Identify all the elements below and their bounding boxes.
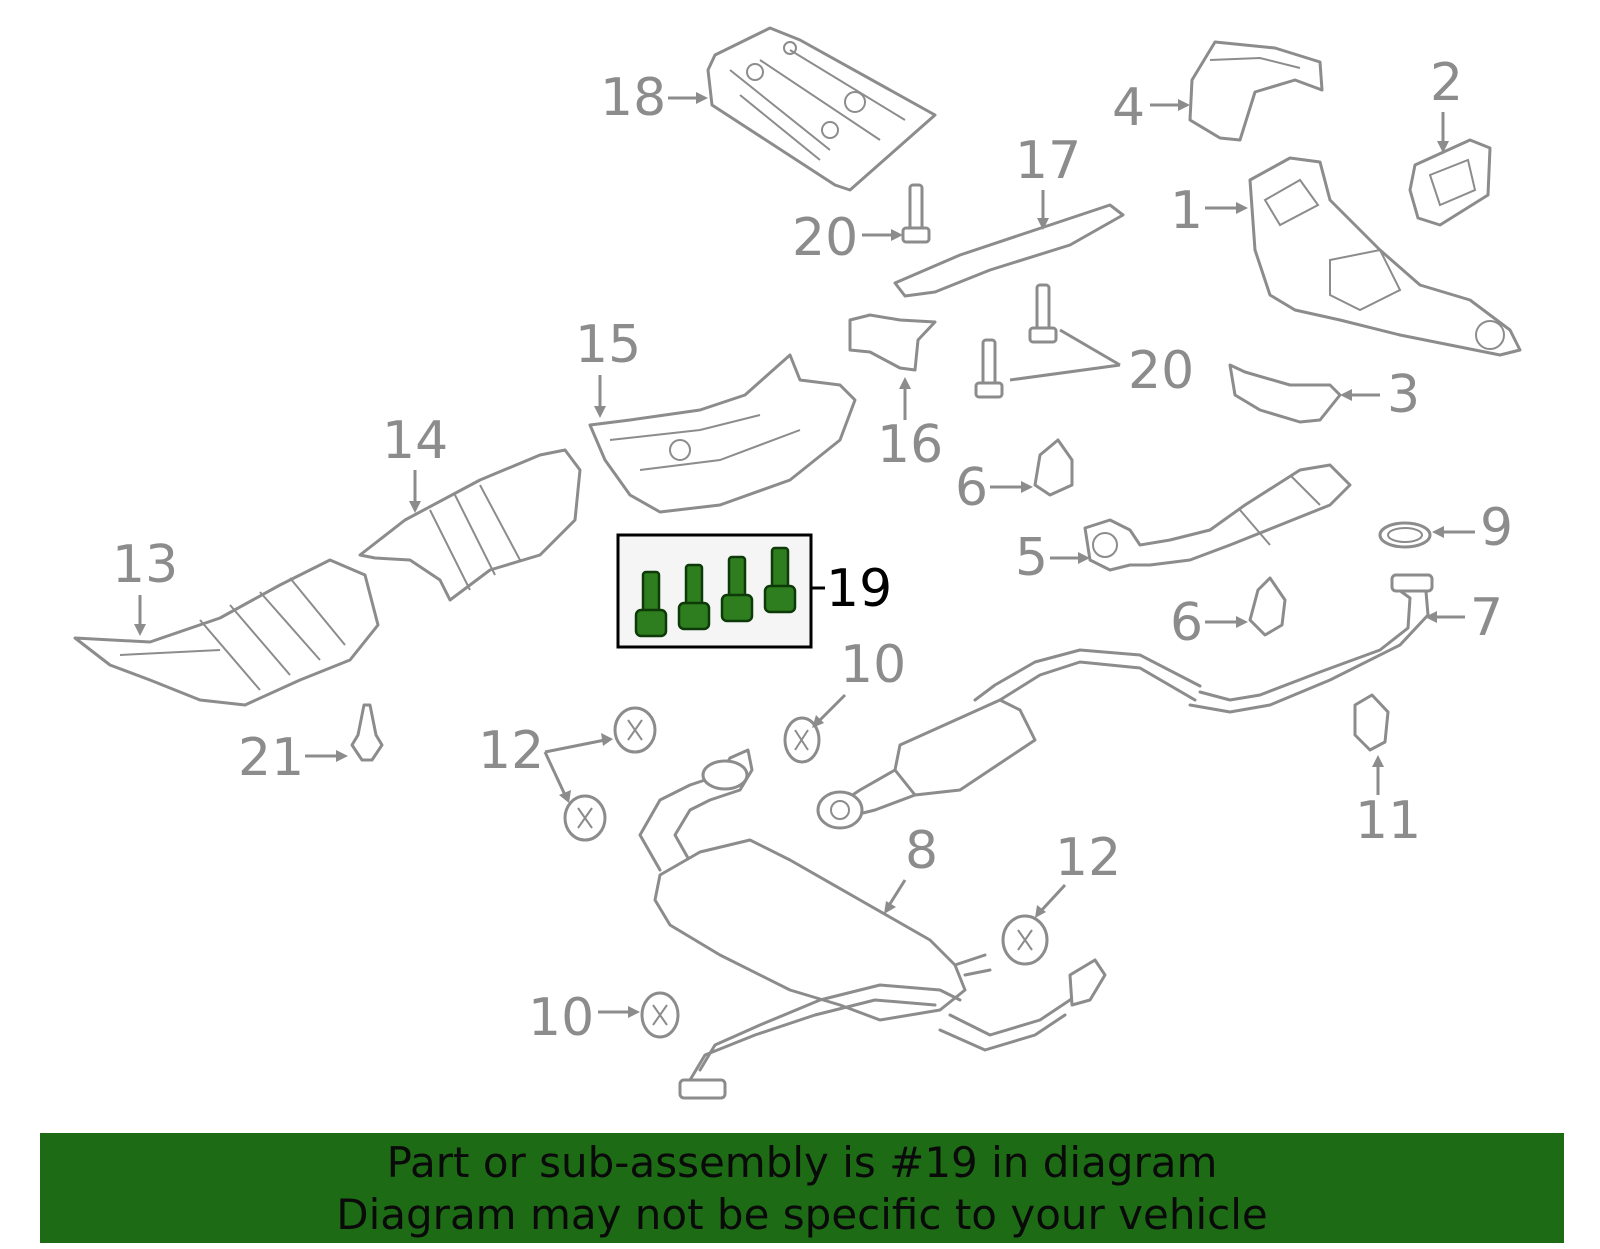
callout-21: 21 (238, 728, 304, 788)
part-11-hanger[interactable] (1353, 693, 1390, 752)
part-20-bolt-mid-b[interactable] (974, 338, 1004, 399)
exhaust-parts-diagram: 18 4 2 1 17 20 (73, 26, 1522, 1100)
callout-13: 13 (112, 535, 178, 595)
center-pipe-resonator[interactable] (816, 648, 1202, 830)
callout-1: 1 (1170, 181, 1203, 241)
callout-10-lower: 10 (528, 988, 594, 1048)
leader-10-upper (816, 693, 847, 724)
arrow-13 (134, 624, 146, 636)
callout-8: 8 (905, 821, 938, 881)
arrow-18 (696, 92, 708, 104)
part-19-bolt-4 (763, 546, 797, 614)
part-10-hanger-lower[interactable] (640, 991, 680, 1039)
arrow-8 (884, 901, 896, 914)
part-1-exhaust-manifold[interactable] (1248, 156, 1522, 357)
part-6-hanger-upper[interactable] (1033, 438, 1074, 497)
banner-line-1: Part or sub-assembly is #19 in diagram (386, 1138, 1218, 1187)
arrow-16 (899, 377, 911, 389)
arrow-10-upper (812, 715, 824, 728)
leader-12-right (1038, 883, 1067, 914)
arrow-15 (594, 406, 606, 418)
part-17-bracket[interactable] (893, 203, 1125, 298)
callout-14: 14 (382, 411, 448, 471)
part-6-hanger-lower[interactable] (1248, 576, 1287, 637)
part-9-gasket-ring[interactable] (1378, 521, 1432, 549)
callout-4: 4 (1112, 78, 1145, 138)
leader-8 (886, 879, 907, 908)
arrow-17 (1037, 218, 1049, 230)
arrow-1 (1236, 202, 1248, 214)
callout-18: 18 (600, 68, 666, 128)
part-19-bolt-2 (677, 563, 711, 631)
arrow-7 (1425, 611, 1437, 623)
arrow-21 (336, 750, 348, 762)
part-19-bolt-kit[interactable] (616, 533, 813, 649)
callout-16: 16 (877, 415, 943, 475)
callout-5: 5 (1015, 528, 1048, 588)
part-19-bolt-1 (634, 570, 668, 638)
callout-2: 2 (1430, 53, 1463, 113)
part-12-hanger-left-a[interactable] (613, 706, 657, 754)
callout-7: 7 (1470, 588, 1503, 648)
arrow-12-left-b (559, 790, 571, 803)
arrow-20-top (891, 229, 903, 241)
arrow-14 (409, 501, 421, 513)
callout-12-left: 12 (478, 721, 544, 781)
arrow-4 (1178, 99, 1190, 111)
leader-20-mid (1009, 328, 1121, 382)
callout-10-upper: 10 (840, 635, 906, 695)
callout-19: 19 (826, 559, 892, 619)
part-4-heat-shield[interactable] (1188, 40, 1324, 142)
leader-12-left (543, 738, 606, 796)
arrow-6-upper (1021, 481, 1033, 493)
callout-6-upper: 6 (955, 458, 988, 518)
part-19-bolt-3 (720, 555, 754, 623)
callout-9: 9 (1480, 498, 1513, 558)
arrow-11 (1372, 755, 1384, 767)
callout-17: 17 (1015, 131, 1081, 191)
part-15-heat-shield[interactable] (588, 353, 857, 514)
callout-12-right: 12 (1055, 828, 1121, 888)
part-2-gasket[interactable] (1408, 138, 1492, 227)
part-3-bracket[interactable] (1228, 363, 1342, 424)
part-18-heat-shield[interactable] (706, 26, 937, 192)
part-5-front-pipe[interactable] (1083, 463, 1352, 572)
callout-11: 11 (1355, 791, 1421, 851)
arrow-10-lower (628, 1006, 640, 1018)
part-20-bolt-top[interactable] (901, 183, 931, 244)
arrow-6-lower (1236, 616, 1248, 628)
callout-20-top: 20 (792, 208, 858, 268)
part-7-pipe[interactable] (1188, 573, 1434, 714)
arrow-12-left-a (601, 733, 613, 746)
banner-line-2: Diagram may not be specific to your vehi… (336, 1190, 1268, 1239)
part-13-heat-shield[interactable] (73, 558, 380, 707)
part-20-bolt-mid-a[interactable] (1028, 283, 1058, 344)
callout-20-mid: 20 (1128, 341, 1194, 401)
part-12-hanger-left-b[interactable] (563, 794, 607, 842)
notice-banner: Part or sub-assembly is #19 in diagram D… (40, 1133, 1564, 1243)
callout-6-lower: 6 (1170, 593, 1203, 653)
part-12-hanger-right[interactable] (1001, 914, 1049, 966)
part-10-hanger-upper[interactable] (783, 716, 821, 764)
part-21-clip[interactable] (350, 703, 384, 762)
part-14-heat-shield[interactable] (358, 448, 582, 602)
arrow-3 (1340, 389, 1352, 401)
part-8-rear-muffler[interactable] (638, 748, 1107, 1100)
arrow-12-right (1035, 905, 1046, 918)
arrow-9 (1432, 526, 1444, 538)
arrow-2 (1437, 141, 1449, 153)
part-16-bracket[interactable] (848, 313, 937, 372)
arrow-5 (1078, 552, 1090, 564)
callout-3: 3 (1387, 365, 1420, 425)
callout-15: 15 (575, 315, 641, 375)
